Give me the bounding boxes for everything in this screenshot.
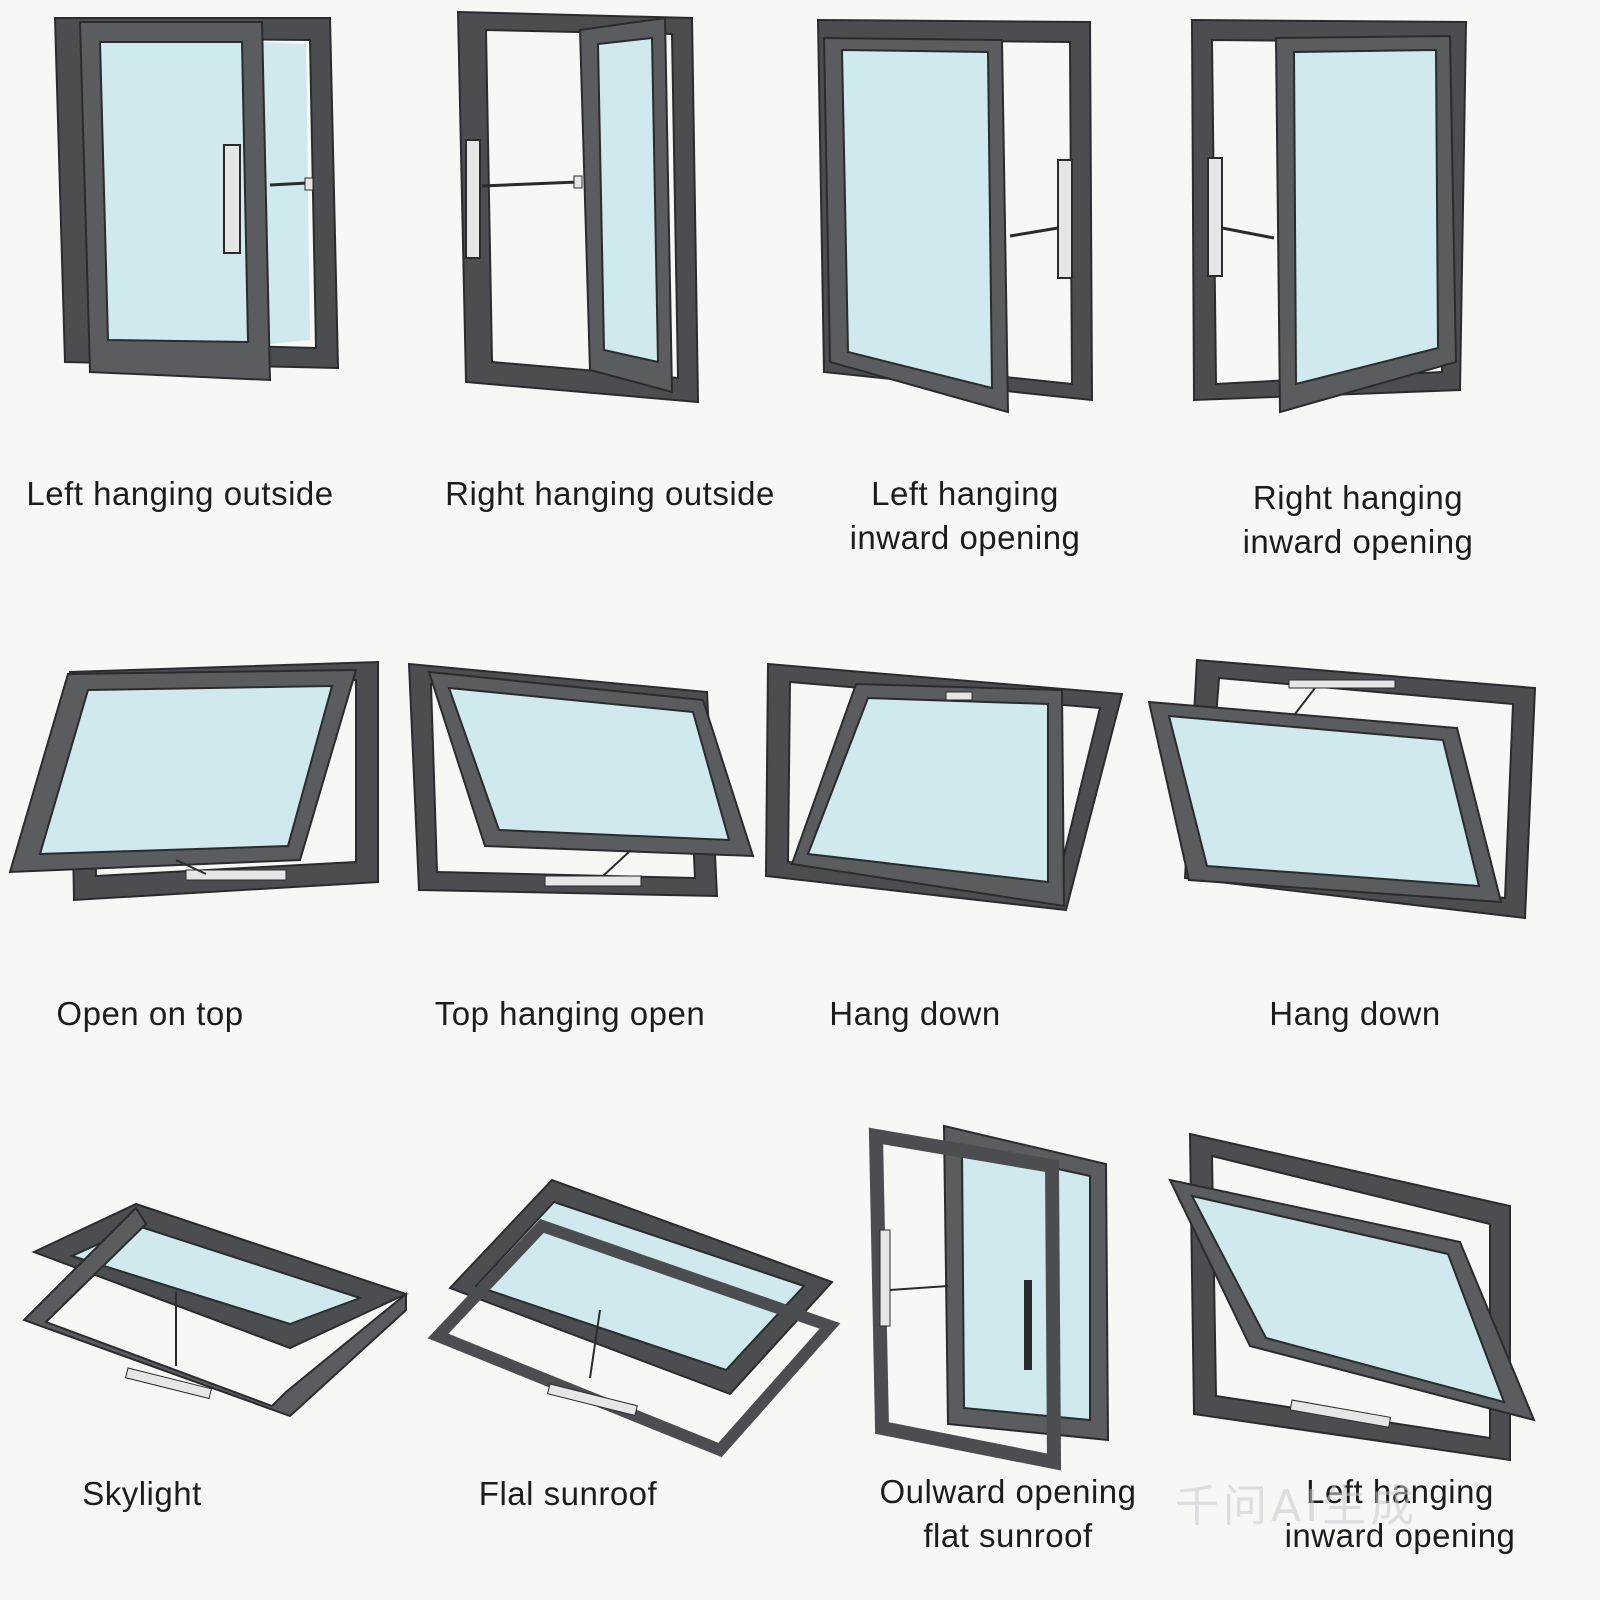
window-flat-sunroof: Flal sunroof [427,1170,841,1570]
window-hang-down-1: Hang down [760,650,1160,1050]
window-right-hanging-inward: Right hanging inward opening [1180,0,1580,560]
window-open-on-top: Open on top [0,650,400,1050]
label-skylight: Skylight [82,1475,202,1512]
window-right-hanging-outside: Right hanging outside [410,0,810,540]
window-skylight: Skylight [0,1170,409,1570]
left-hanging-inward-drawing [816,18,1094,414]
watermark: 千问AI生成 [1175,1481,1419,1532]
window-left-hanging-inward: Left hanging inward opening [800,0,1200,560]
left-hanging-inward-2-drawing [1168,1132,1536,1462]
window-left-hanging-inward-2: Left hanging inward opening [1160,1120,1560,1580]
hang-down-2-drawing [1147,658,1537,920]
left-hanging-outside-drawing [53,17,340,382]
window-top-hanging-open: Top hanging open [405,650,805,1050]
label-left-hanging-inward: Left hanging inward opening [849,475,1081,556]
label-left-hanging-outside: Left hanging outside [26,475,334,512]
label-open-on-top: Open on top [56,995,244,1032]
label-outward-flat-sunroof: Oulward opening flat sunroof [879,1473,1137,1554]
window-left-hanging-outside: Left hanging outside [0,0,400,540]
label-right-hanging-inward: Right hanging inward opening [1242,479,1474,560]
label-hang-down-1: Hang down [829,995,1001,1032]
right-hanging-inward-drawing [1190,18,1468,414]
open-on-top-drawing [8,660,379,902]
window-outward-flat-sunroof: Oulward opening flat sunroof [860,1110,1260,1580]
label-left-hanging-inward-2: Left hanging inward opening [1284,1473,1516,1554]
outward-flat-sunroof-drawing [868,1124,1110,1471]
top-hanging-open-drawing [407,662,755,898]
label-right-hanging-outside: Right hanging outside [445,475,775,512]
window-hang-down-2: Hang down [1145,650,1545,1050]
label-hang-down-2: Hang down [1269,995,1441,1032]
label-flat-sunroof: Flal sunroof [478,1475,658,1512]
label-top-hanging-open: Top hanging open [434,995,706,1032]
right-hanging-outside-drawing [456,10,700,404]
skylight-drawing [22,1202,409,1418]
flat-sunroof-drawing [427,1178,841,1458]
hang-down-1-drawing [764,662,1124,912]
